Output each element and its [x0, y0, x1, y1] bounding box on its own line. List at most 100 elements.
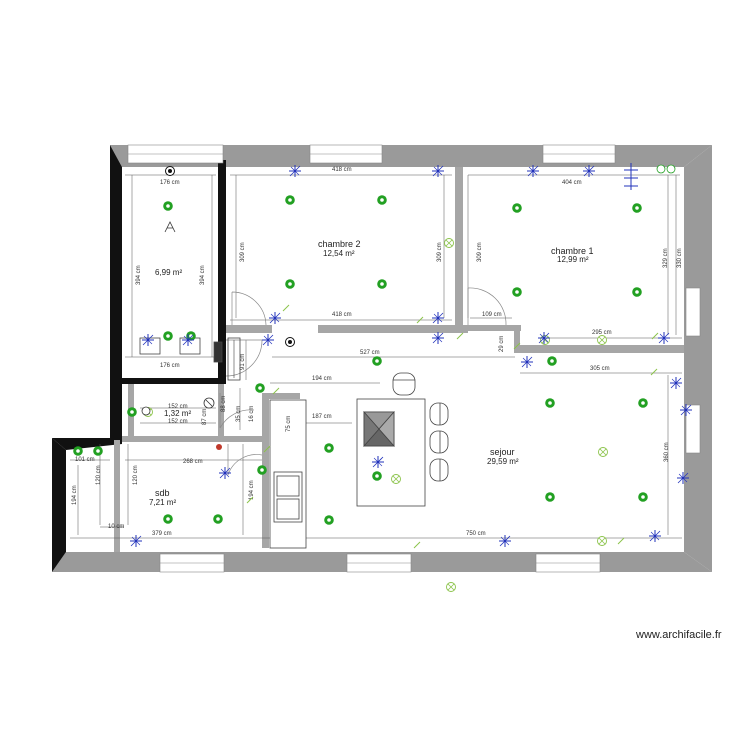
dim-label: 394 cm: [200, 265, 206, 285]
dimension-lines: [70, 174, 682, 539]
door-sdb: [227, 444, 263, 476]
switches: [130, 163, 692, 549]
window: [685, 287, 701, 337]
room-chambre1-area: 12,99 m²: [557, 255, 589, 264]
door-chambre2: [231, 291, 267, 326]
water-point-icon: [216, 444, 222, 450]
dim-label: 75 cm: [286, 416, 292, 432]
dim-label: 10 cm: [108, 524, 124, 530]
switch-icon: [583, 165, 595, 177]
room-sejour-name: sejour: [490, 447, 515, 457]
wall-chambre1-left-bottom: [463, 325, 521, 331]
left-wall-step: [110, 382, 122, 438]
dim-label: 16 cm: [249, 406, 255, 422]
room-chambre2-name: chambre 2: [318, 239, 361, 249]
dim-label: 268 cm: [183, 459, 203, 465]
wall-chambre1-step: [514, 325, 520, 353]
switch-icon: [658, 332, 670, 344]
switch-icon: [677, 472, 689, 484]
switch-icon: [670, 377, 682, 389]
chair: [429, 430, 449, 454]
dim-label: 152 cm: [168, 419, 188, 425]
thermostat-icon: [141, 406, 151, 416]
wall-corridor-left: [218, 384, 224, 438]
dim-label: 527 cm: [360, 350, 380, 356]
switch-icon: [499, 535, 511, 547]
door-wc: [219, 393, 255, 429]
dim-label: 329 cm: [663, 248, 669, 268]
light-icon: [666, 164, 676, 174]
wall-wc-bottom: [122, 436, 262, 442]
switch-icon: [372, 456, 384, 468]
dim-label: 187 cm: [312, 414, 332, 420]
left-wall-lower-horizontal: [52, 438, 122, 450]
dim-label: 379 cm: [152, 531, 172, 537]
switch-icon: [432, 312, 444, 324]
switch-icon: [182, 334, 194, 346]
dim-label: 360 cm: [664, 442, 670, 462]
dim-label: 309 cm: [240, 242, 246, 262]
ceiling-light-icon: [391, 474, 401, 484]
dim-label: 152 cm: [168, 404, 188, 410]
dim-label: 194 cm: [312, 376, 332, 382]
switch-icon: [262, 334, 274, 346]
wall-chambre2-bottom-b: [318, 325, 468, 333]
vmc-icon: [164, 221, 176, 233]
dim-label: 309 cm: [477, 242, 483, 262]
dim-label: 418 cm: [332, 167, 352, 173]
switch-icon: [538, 332, 550, 344]
room-sdb-area: 7,21 m²: [149, 498, 176, 507]
dim-label: 109 cm: [482, 312, 502, 318]
interior-black-wall-bottom: [122, 378, 226, 384]
dim-label: 176 cm: [160, 363, 180, 369]
dim-label: 120 cm: [96, 465, 102, 485]
dim-label: 35 cm: [236, 406, 242, 422]
switch-icon: [269, 312, 281, 324]
doors: [219, 287, 507, 476]
dim-label: 120 cm: [133, 465, 139, 485]
left-wall-lower: [52, 438, 66, 572]
door-chambre1: [467, 287, 507, 326]
switch-icon: [289, 165, 301, 177]
dim-label: 295 cm: [592, 330, 612, 336]
switch-icon: [432, 332, 444, 344]
ceiling-light-icon: [446, 582, 456, 592]
dim-label: 176 cm: [160, 180, 180, 186]
dim-label: 91 cm: [240, 354, 246, 370]
dim-label: 194 cm: [249, 480, 255, 500]
room-sdb-name: sdb: [155, 488, 170, 498]
dim-label: 305 cm: [590, 366, 610, 372]
dim-label: 87 cm: [202, 409, 208, 425]
chair: [392, 372, 416, 396]
switch-icon: [219, 467, 231, 479]
shower-tray: [213, 341, 223, 363]
furniture: [139, 337, 449, 549]
switch-stack-icon: [624, 163, 638, 190]
ceiling-light-icon: [597, 335, 607, 345]
left-wall-upper: [110, 145, 122, 392]
room-chambre2-area: 12,54 m²: [323, 249, 355, 258]
room-r1-area: 6,99 m²: [155, 268, 182, 277]
door-frame-r1: [227, 337, 241, 381]
switch-icon: [680, 404, 692, 416]
ceiling-light-icon: [598, 447, 608, 457]
wall-chambre2-right: [455, 167, 463, 331]
windows: [127, 144, 701, 573]
switch-icon: [142, 334, 154, 346]
door-r1: [225, 339, 263, 377]
wall-chambre2-bottom: [226, 325, 272, 333]
dim-label: 309 cm: [437, 242, 443, 262]
dim-label: 750 cm: [466, 531, 486, 537]
dim-label: 88 cm: [221, 396, 227, 412]
room-chambre1-name: chambre 1: [551, 246, 594, 256]
interior-black-wall: [218, 160, 226, 380]
dim-label: 330 cm: [677, 248, 683, 268]
misc-symbols: [141, 164, 676, 450]
dim-label: 101 cm: [75, 457, 95, 463]
dim-label: 418 cm: [332, 312, 352, 318]
switch-icon: [521, 356, 533, 368]
chair: [429, 458, 449, 482]
dim-label: 404 cm: [562, 180, 582, 186]
switch-icon: [130, 535, 142, 547]
outlets: [73, 195, 648, 525]
